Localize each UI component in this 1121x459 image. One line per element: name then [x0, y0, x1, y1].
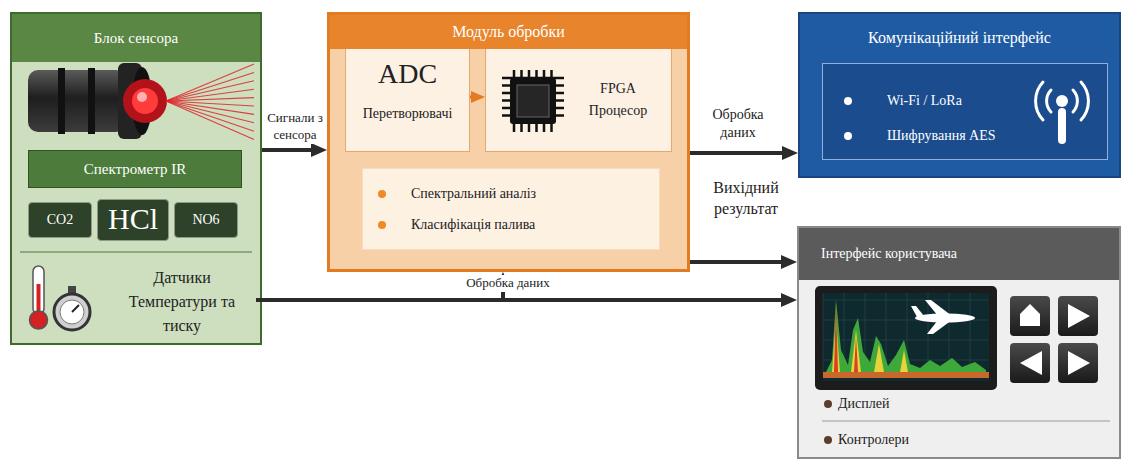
antenna-icon: [1036, 82, 1089, 144]
connector-label: Вихідний результат: [698, 178, 794, 220]
laser-beams: [166, 64, 254, 140]
node-text: Перетворювачі: [346, 104, 469, 124]
node-title: Інтерфейс користувача: [799, 228, 1119, 280]
node-title: Спектрометр IR: [29, 159, 241, 180]
node-title: Датчики Температури та тиску: [108, 266, 256, 338]
processing-module: ADC Перетворювачі FPGA ПроцесорСпектральни…: [327, 12, 690, 272]
gas-sensor-box: CO2: [28, 202, 92, 238]
pressure-gauge-icon: [54, 286, 90, 330]
node-title: Wi-Fi / LoRa: [887, 91, 1037, 111]
connector-arrow: [690, 151, 784, 155]
node-title: Спектральний аналіз: [411, 184, 651, 204]
node-text: Класифікація палива: [411, 215, 651, 235]
node-title: FPGA Процесор: [570, 78, 666, 123]
ir-camera: [28, 63, 167, 139]
node-title: ADC: [346, 54, 469, 93]
spectrum-display: [815, 286, 997, 390]
connector-arrow: [256, 298, 783, 302]
divider-line: [20, 251, 252, 253]
connector-arrow: [262, 148, 313, 152]
thermometer-icon: [30, 266, 48, 329]
analysis-list-box: Спектральний аналізКласифікація палива: [362, 168, 660, 250]
connector-arrow: [690, 260, 783, 264]
adc-box: ADC Перетворювачі: [345, 47, 470, 152]
node-title: Блок сенсора: [12, 14, 260, 62]
node-title: NO6: [175, 210, 237, 230]
bullet-dot: [844, 97, 852, 105]
node-text: Шифрування AES: [887, 126, 1057, 146]
bullet-dot: [824, 436, 832, 444]
bullet-dot: [378, 190, 386, 198]
node-title: CO2: [29, 210, 91, 230]
gas-sensor-box: HCl: [97, 199, 169, 241]
fpga-box: FPGA Процесор: [485, 47, 672, 152]
connector-arrow: [470, 96, 473, 99]
node-title: Модуль обробки: [330, 15, 687, 49]
bullet-dot: [844, 132, 852, 140]
protocol-list-box: Wi-Fi / LoRaШифрування AES: [822, 63, 1108, 160]
user-interface: Інтерфейс користувача: [797, 226, 1121, 459]
communication-interface: Wi-Fi / LoRaШифрування AESКомунікаційний…: [798, 12, 1121, 178]
node-title: Комунікаційний інтерфейс: [800, 14, 1119, 62]
bullet-dot: [824, 400, 832, 408]
gas-sensor-box: NO6: [174, 202, 238, 238]
node-title: HCl: [98, 199, 168, 239]
connector-label: Обробка даних: [700, 106, 776, 142]
bullet-dot: [378, 221, 386, 229]
list-item-label: Контролери: [838, 430, 909, 450]
temperature-pressure-sensors: Датчики Температури та тиску: [18, 260, 256, 338]
divider-line: [822, 420, 1110, 421]
list-item-label: Дисплей: [838, 394, 889, 414]
connector-label: Сигнали з сенсора: [264, 110, 326, 144]
spectrometer-box: Спектрометр IR: [28, 150, 242, 188]
sensor-block: Спектрометр IR CO2 HCl NO6Датчики Температу…: [10, 12, 262, 345]
connector-label: Обробка даних: [460, 275, 556, 292]
control-buttons: [1010, 296, 1098, 383]
